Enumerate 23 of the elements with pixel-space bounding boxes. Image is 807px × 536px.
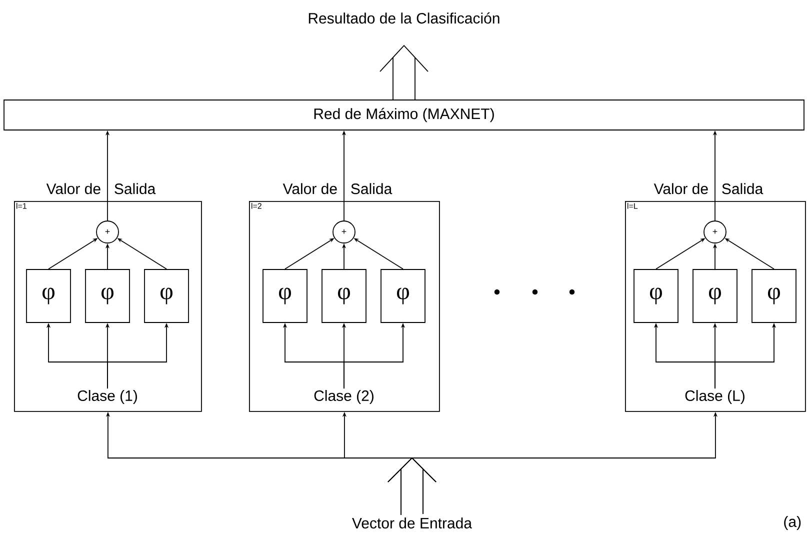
kernel-box: φ	[262, 269, 308, 323]
kernel-box: φ	[85, 269, 130, 323]
output-label: Valor de	[654, 183, 708, 194]
output-label: Valor de	[46, 183, 100, 194]
output-label: Salida	[351, 183, 392, 194]
kernel-box: φ	[692, 269, 738, 323]
kernel-box: φ	[144, 269, 189, 323]
kernel-box: φ	[634, 269, 678, 323]
output-label: Salida	[114, 183, 156, 194]
hollow-arrow	[380, 44, 428, 100]
output-label: Salida	[722, 183, 764, 194]
kernel-box: φ	[752, 269, 796, 323]
panel-label: (a)	[784, 516, 801, 530]
kernel-box: φ	[380, 269, 426, 323]
class-label: Clase (L)	[685, 390, 744, 404]
output-text: Resultado de la Clasificación	[308, 12, 500, 24]
class-label: Clase (2)	[314, 390, 374, 404]
maxnet-box: Red de Máximo (MAXNET)	[4, 100, 804, 130]
input-text: Vector de Entrada	[352, 517, 472, 528]
class-label: Clase (1)	[78, 390, 137, 404]
output-label: Valor de	[282, 183, 337, 194]
kernel-box: φ	[322, 269, 366, 323]
kernel-box: φ	[26, 269, 71, 323]
